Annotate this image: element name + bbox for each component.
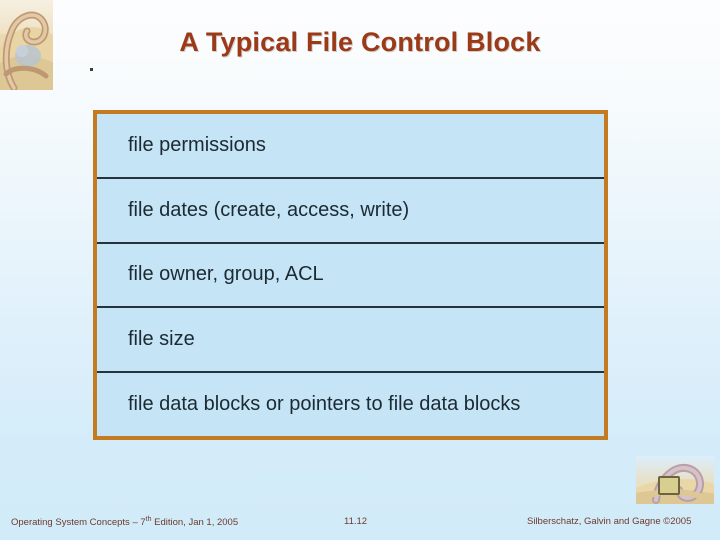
dinosaur-with-monitor-illustration-icon [636, 456, 714, 504]
fcb-row-label: file owner, group, ACL [128, 263, 324, 286]
fcb-row-label: file permissions [128, 133, 266, 156]
computer-monitor-icon [658, 476, 680, 495]
fcb-row: file dates (create, access, write) [97, 178, 604, 244]
file-control-block-diagram: file permissions file dates (create, acc… [93, 110, 608, 440]
fcb-row: file permissions [97, 114, 604, 179]
dinosaur-illustration-icon [0, 0, 53, 90]
dinosaur-figure-icon [2, 11, 49, 90]
footer-edition-text: Operating System Concepts – 7th Edition,… [11, 516, 238, 528]
fcb-row-label: file dates (create, access, write) [128, 198, 410, 221]
footer-edition-suffix: Edition, Jan 1, 2005 [151, 517, 239, 529]
bullet-marker [90, 68, 93, 71]
slide-page-number: 11.12 [344, 516, 368, 527]
footer-edition-ordinal: th [145, 516, 152, 523]
footer-copyright-text: Silberschatz, Galvin and Gagne ©2005 [527, 516, 692, 527]
fcb-row-list: file permissions file dates (create, acc… [97, 114, 604, 436]
fcb-row: file owner, group, ACL [97, 243, 604, 309]
fcb-row: file size [97, 308, 604, 374]
footer-edition-prefix: Operating System Concepts – 7 [11, 517, 146, 529]
fcb-row-label: file size [128, 328, 195, 351]
fcb-row-label: file data blocks or pointers to file dat… [128, 393, 521, 416]
page-title: A Typical File Control Block [179, 27, 541, 57]
fcb-row: file data blocks or pointers to file dat… [97, 373, 604, 436]
